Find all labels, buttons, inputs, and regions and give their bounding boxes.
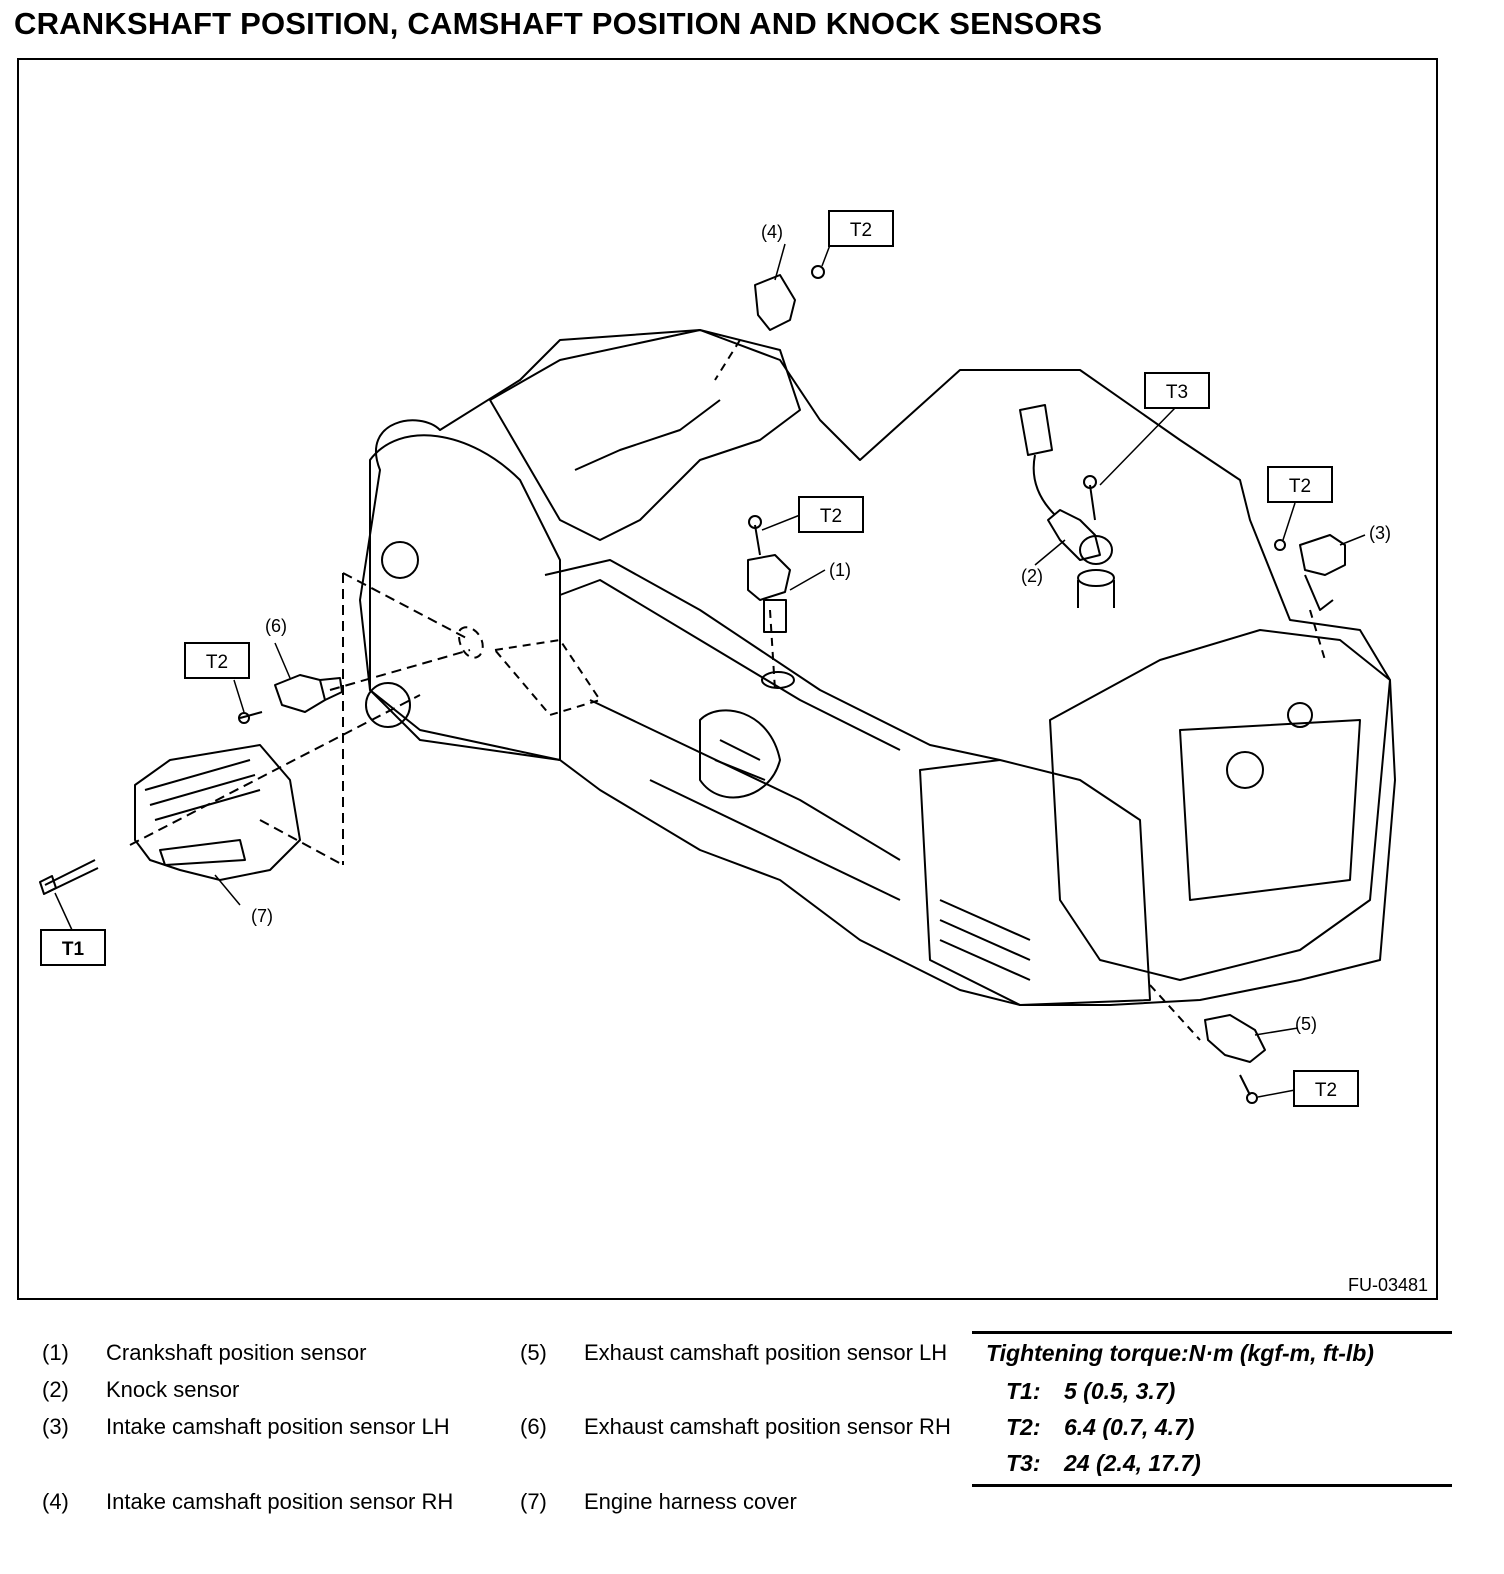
tag-t2-top: T2: [850, 220, 872, 241]
legend-num: (7): [520, 1489, 547, 1514]
tag-t2-bottom: T2: [1315, 1080, 1337, 1101]
crank-pulley: [365, 682, 411, 728]
callout-7: (7): [251, 906, 273, 926]
legend-item: (7) Engine harness cover: [520, 1487, 964, 1516]
torque-label: T2:: [1006, 1414, 1041, 1440]
legend-num: (6): [520, 1414, 547, 1439]
engine-harness-cover: [134, 744, 301, 881]
legend-text: Exhaust camshaft position sensor RH: [584, 1414, 951, 1439]
legend-num: (2): [42, 1377, 69, 1402]
pulley-hub: [381, 541, 419, 579]
page-title: CRANKSHAFT POSITION, CAMSHAFT POSITION A…: [14, 6, 1103, 41]
torque-table: Tightening torque:N·m (kgf-m, ft-lb) T1:…: [972, 1331, 1452, 1487]
torque-label: T3:: [1006, 1450, 1041, 1476]
legend-item: (5) Exhaust camshaft position sensor LH: [520, 1338, 964, 1367]
legend-text: Intake camshaft position sensor LH: [106, 1414, 450, 1439]
tag-t2-center: T2: [820, 506, 842, 527]
torque-row: T2: 6.4 (0.7, 4.7): [1006, 1414, 1194, 1441]
legend-item: (1) Crankshaft position sensor: [42, 1338, 476, 1367]
callout-6: (6): [265, 616, 287, 636]
sensor-1: [747, 554, 791, 601]
tag-t2-right: T2: [1289, 476, 1311, 497]
torque-label: T1:: [1006, 1378, 1041, 1404]
tag-t2-left: T2: [206, 652, 228, 673]
sensor-2: [1047, 509, 1101, 561]
legend-num: (1): [42, 1340, 69, 1365]
legend-text: Crankshaft position sensor: [106, 1340, 367, 1365]
legend-text: Knock sensor: [106, 1377, 240, 1402]
torque-title: Tightening torque:N·m (kgf-m, ft-lb): [986, 1340, 1374, 1366]
tag-t1: T1: [62, 939, 85, 960]
legend-item: (3) Intake camshaft position sensor LH: [42, 1412, 466, 1441]
legend-num: (5): [520, 1340, 547, 1365]
torque-value: 24 (2.4, 17.7): [1064, 1450, 1201, 1476]
legend-num: (3): [42, 1414, 69, 1439]
legend-text: Intake camshaft position sensor RH: [106, 1489, 454, 1514]
callout-2: (2): [1021, 566, 1043, 586]
legend-text: Exhaust camshaft position sensor LH: [584, 1340, 948, 1365]
legend-item: (6) Exhaust camshaft position sensor RH: [520, 1412, 964, 1441]
legend-num: (4): [42, 1489, 69, 1514]
sensor-3: [1299, 534, 1346, 576]
sensor-6: [274, 674, 326, 713]
lh-cylinder-head: [1049, 629, 1391, 981]
legend-item: (4) Intake camshaft position sensor RH: [42, 1487, 466, 1516]
callout-4: (4): [761, 222, 783, 242]
sensor-4: [754, 274, 796, 331]
torque-row: T3: 24 (2.4, 17.7): [1006, 1450, 1201, 1477]
torque-value: 5 (0.5, 3.7): [1064, 1378, 1176, 1404]
engine-block-outline: [359, 329, 1396, 1006]
tag-t3: T3: [1166, 382, 1188, 403]
legend-item: (2) Knock sensor: [42, 1375, 476, 1404]
sensor-5: [1204, 1014, 1266, 1063]
engine-diagram: T2 T3 T2 T2 T2 T1 T2 (4) (1) (2) (3) (6)…: [39, 210, 1396, 1107]
figure-id: FU-03481: [1347, 1275, 1428, 1295]
torque-value: 6.4 (0.7, 4.7): [1064, 1414, 1195, 1440]
diagram-frame: [17, 58, 1438, 1300]
callout-5: (5): [1295, 1014, 1317, 1034]
callout-1: (1): [829, 560, 851, 580]
callout-3: (3): [1369, 523, 1391, 543]
torque-row: T1: 5 (0.5, 3.7): [1006, 1378, 1175, 1405]
timing-cover: [369, 434, 561, 761]
legend-text: Engine harness cover: [584, 1489, 797, 1514]
